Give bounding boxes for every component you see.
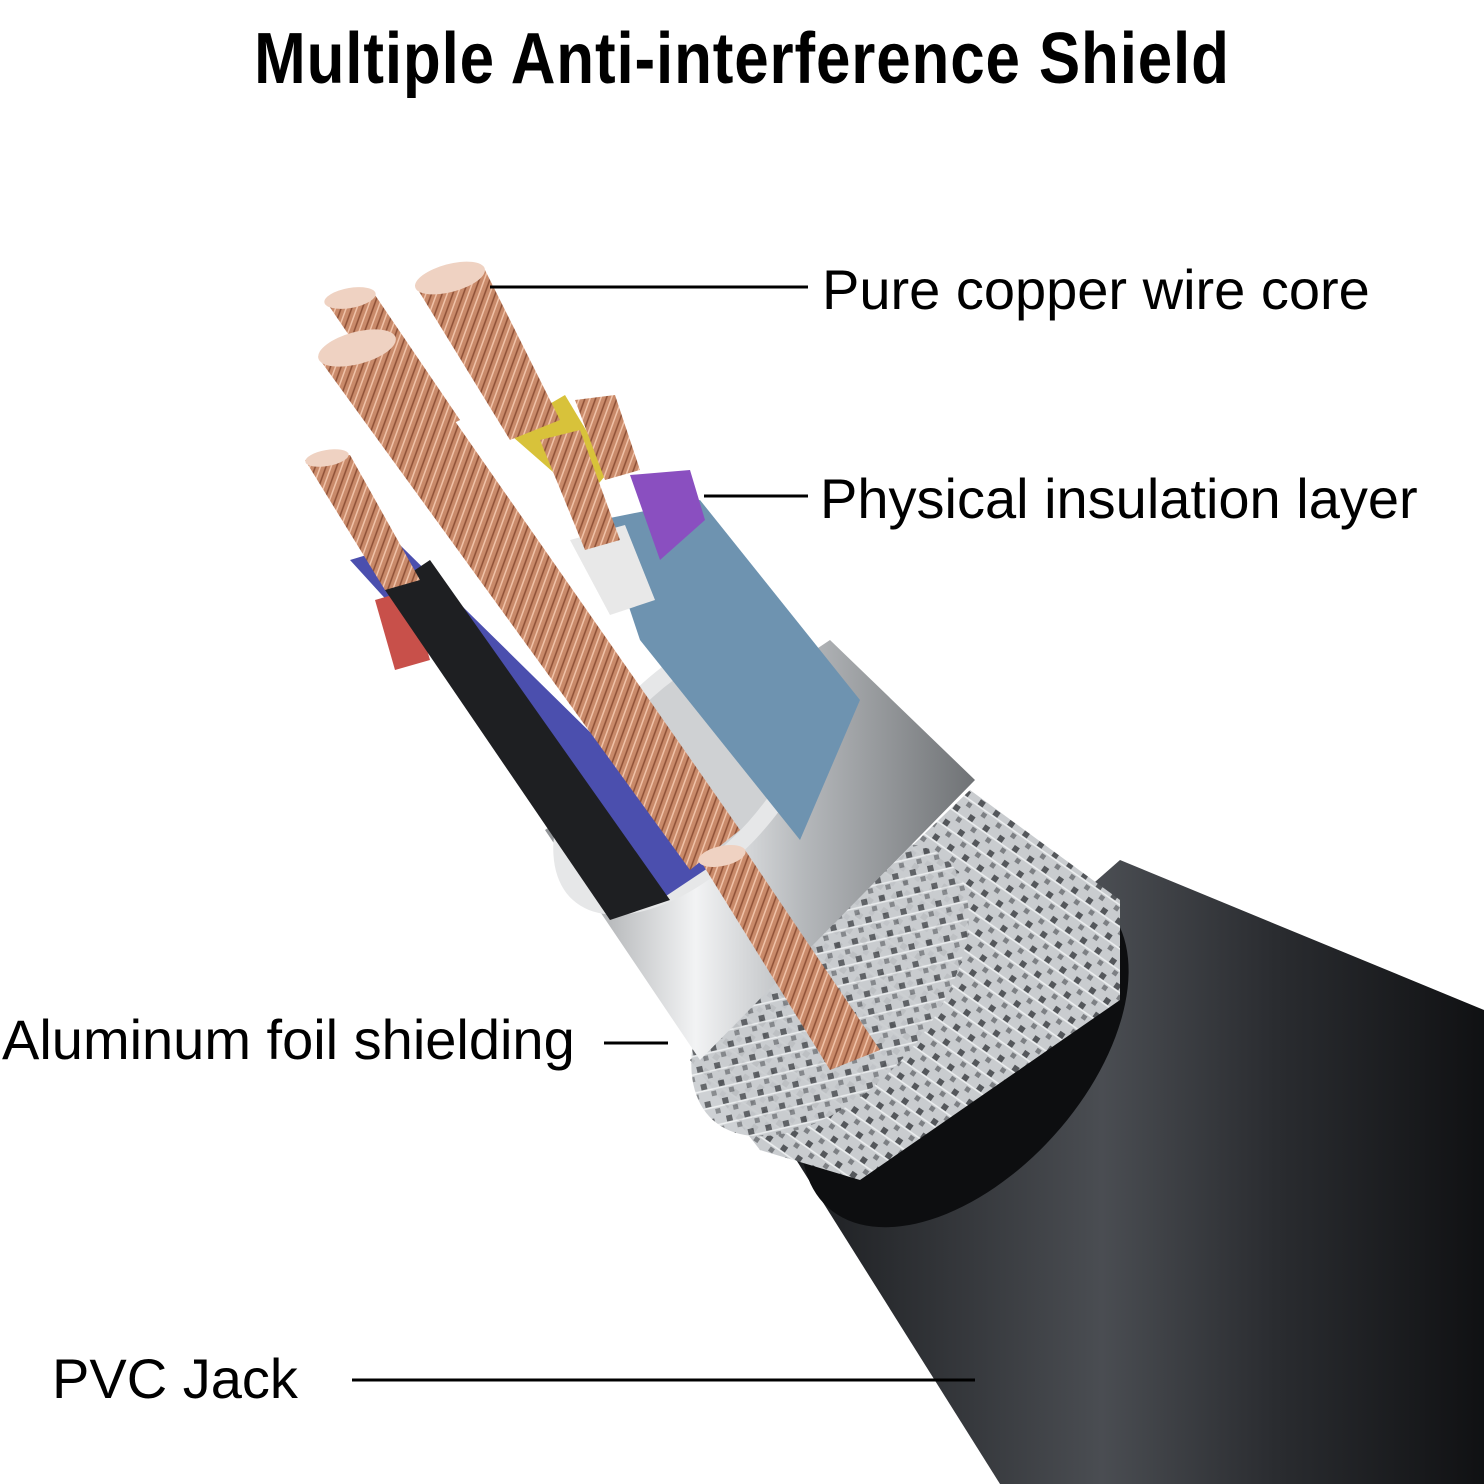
label-pvc-jacket: PVC Jack bbox=[52, 1347, 298, 1410]
label-insulation-layer: Physical insulation layer bbox=[820, 467, 1418, 530]
inner-conductors bbox=[305, 261, 880, 1070]
label-copper-core: Pure copper wire core bbox=[822, 258, 1370, 321]
page-title: Multiple Anti-interference Shield bbox=[254, 19, 1230, 99]
label-aluminum-foil: Aluminum foil shielding bbox=[2, 1008, 575, 1071]
